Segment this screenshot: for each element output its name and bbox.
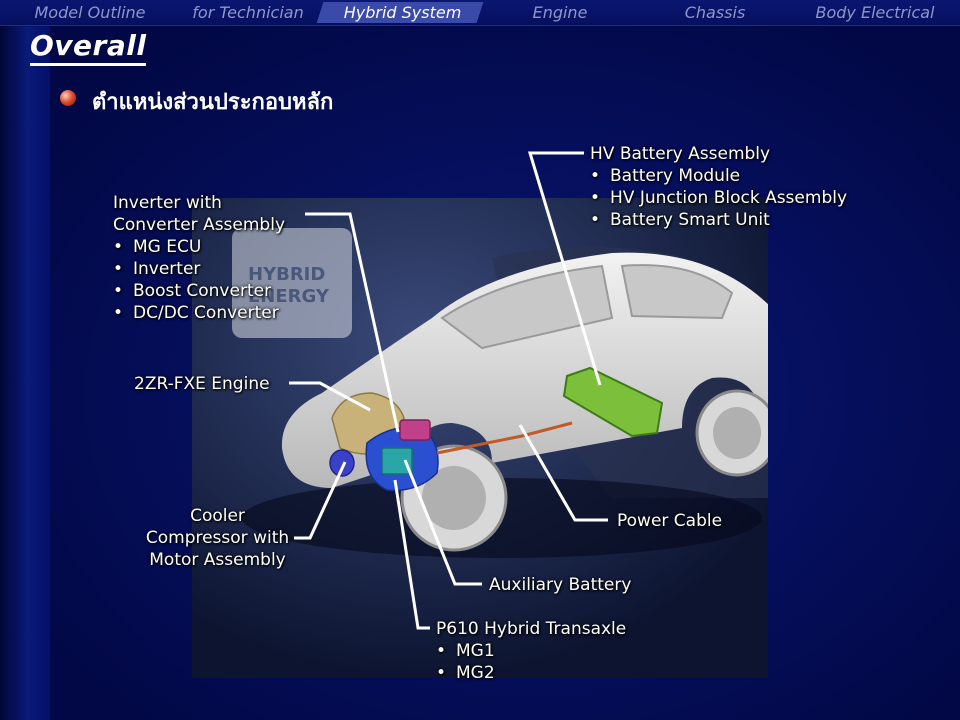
inverter-item: MG ECU: [113, 236, 285, 258]
page-title: Overall: [30, 29, 147, 66]
tab-for-technician[interactable]: for Technician: [192, 3, 304, 22]
transaxle-label: P610 Hybrid Transaxle MG1 MG2: [436, 618, 626, 684]
inverter-item: DC/DC Converter: [113, 302, 285, 324]
hv-battery-item: Battery Smart Unit: [590, 209, 847, 231]
inverter-title-line1: Inverter with: [113, 193, 222, 213]
engine-label: 2ZR-FXE Engine: [134, 374, 270, 394]
cooler-line2: Compressor with: [145, 528, 290, 548]
cooler-line3: Motor Assembly: [149, 550, 286, 570]
tab-engine[interactable]: Engine: [532, 3, 588, 22]
transaxle-title: P610 Hybrid Transaxle: [436, 619, 627, 639]
car-illustration: HYBRID ENERGY: [192, 198, 768, 678]
left-decorative-strip: [0, 25, 50, 720]
inverter-item: Inverter: [113, 258, 285, 280]
aux-battery-label: Auxiliary Battery: [489, 575, 632, 595]
tab-chassis[interactable]: Chassis: [684, 3, 746, 22]
top-navigation: Model Outline for Technician Hybrid Syst…: [0, 0, 960, 26]
transaxle-item: MG2: [436, 662, 626, 684]
inverter-title-line2: Converter Assembly: [113, 215, 286, 235]
inverter-label: Inverter with Converter Assembly MG ECU …: [113, 192, 285, 324]
hv-battery-item: Battery Module: [590, 165, 847, 187]
tab-body-electrical[interactable]: Body Electrical: [815, 3, 935, 22]
power-cable-label: Power Cable: [617, 511, 723, 531]
inverter-item: Boost Converter: [113, 280, 285, 302]
section-subtitle: ตำแหน่งส่วนประกอบหลัก: [92, 90, 334, 115]
hv-battery-label: HV Battery Assembly Battery Module HV Ju…: [590, 143, 847, 231]
hv-battery-item: HV Junction Block Assembly: [590, 187, 847, 209]
transaxle-item: MG1: [436, 640, 626, 662]
cooler-line1: Cooler: [190, 506, 245, 526]
bullet-icon: [60, 90, 76, 106]
tab-model-outline[interactable]: Model Outline: [34, 3, 146, 22]
hv-battery-title: HV Battery Assembly: [590, 144, 771, 164]
car-illustration-panel: HYBRID ENERGY: [192, 198, 768, 678]
tab-hybrid-system[interactable]: Hybrid System: [343, 3, 462, 22]
cooler-label: Cooler Compressor with Motor Assembly: [135, 505, 300, 571]
